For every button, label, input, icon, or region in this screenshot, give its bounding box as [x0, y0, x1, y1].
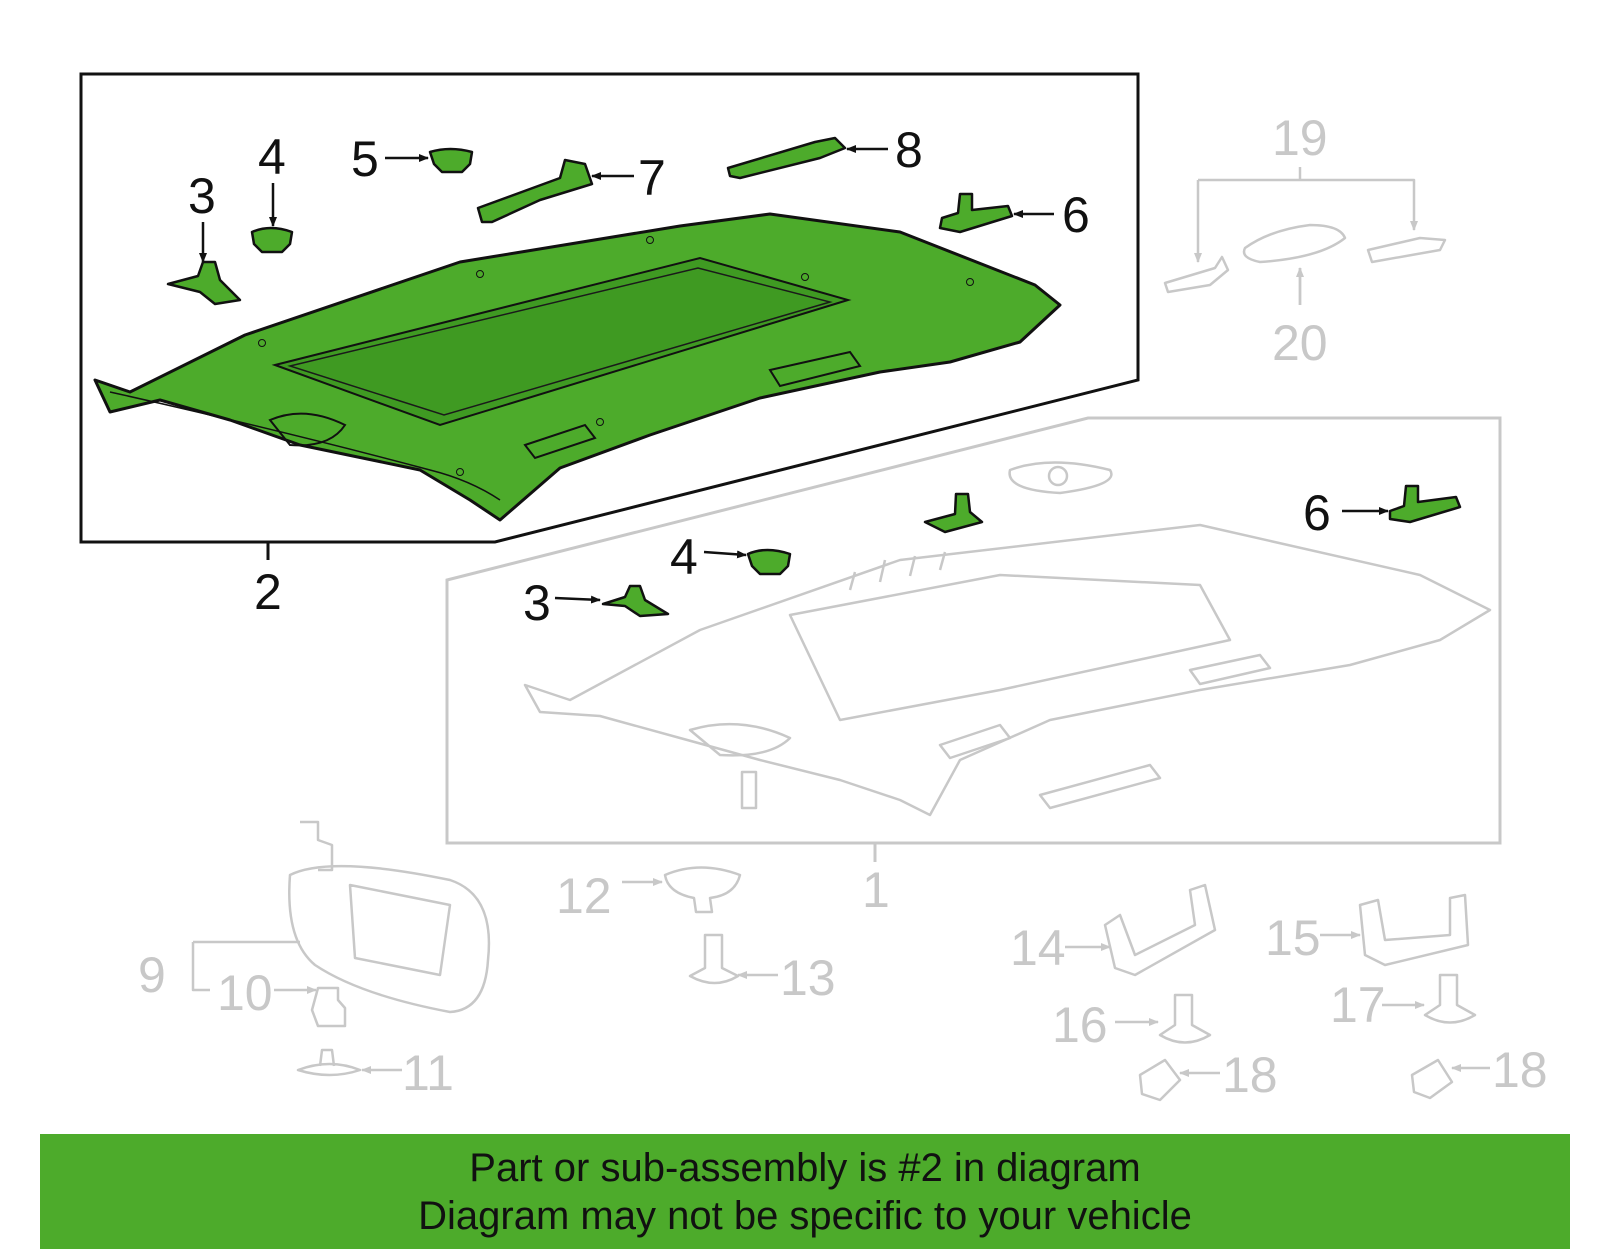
callout-2: 2: [254, 564, 282, 620]
callout-17: 17: [1330, 977, 1386, 1033]
bracket-8-highlighted: [726, 136, 847, 180]
callout-11: 11: [402, 1045, 454, 1101]
clip-5-highlighted: [428, 147, 474, 174]
callout-12: 12: [556, 868, 612, 924]
banner-line-1: Part or sub-assembly is #2 in diagram: [469, 1145, 1141, 1190]
callout-10: 10: [217, 965, 273, 1021]
callout-8: 8: [895, 122, 923, 178]
clip-6-highlighted: [938, 192, 1014, 234]
headliner-highlighted: [93, 212, 1062, 522]
clip-4-on-assembly: [746, 548, 792, 576]
assembly-frame: [445, 416, 1502, 845]
banner-line-2: Diagram may not be specific to your vehi…: [418, 1193, 1192, 1238]
clip-3-highlighted: [166, 260, 242, 306]
callout-19: 19: [1272, 110, 1328, 166]
callout-3: 3: [188, 168, 216, 224]
callout-4-assembly: 4: [670, 529, 698, 585]
callout-18-left: 18: [1222, 1047, 1278, 1103]
info-banner: Part or sub-assembly is #2 in diagram Di…: [40, 1134, 1570, 1249]
clip-3-on-assembly: [601, 584, 670, 618]
callout-6-assembly: 6: [1303, 485, 1331, 541]
callout-9: 9: [138, 947, 166, 1003]
headliner-faded: [523, 461, 1492, 817]
callout-5: 5: [351, 131, 379, 187]
callout-7: 7: [638, 150, 666, 206]
subassembly-frame: [79, 72, 1140, 544]
callout-4: 4: [258, 129, 286, 185]
callout-6: 6: [1062, 187, 1090, 243]
other-parts-faded: [191, 167, 1477, 1102]
callout-16: 16: [1052, 997, 1108, 1053]
clip-4-highlighted: [250, 226, 294, 254]
callout-13: 13: [780, 950, 836, 1006]
callout-14: 14: [1010, 920, 1066, 976]
bracket-7-highlighted: [476, 158, 594, 224]
callout-20: 20: [1272, 315, 1328, 371]
callout-3-assembly: 3: [523, 575, 551, 631]
callout-1: 1: [862, 862, 890, 918]
callout-15: 15: [1265, 910, 1321, 966]
clip-6-on-assembly: [1388, 484, 1462, 524]
callout-18-right: 18: [1492, 1042, 1548, 1098]
clip-extra-on-assembly: [923, 492, 984, 534]
